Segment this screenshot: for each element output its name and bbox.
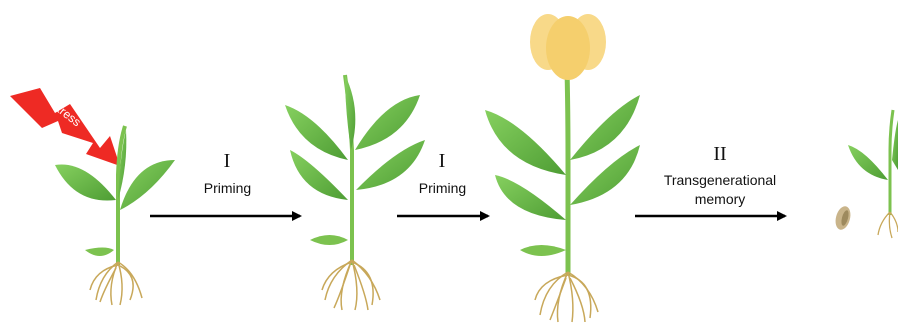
step1-label: Priming — [190, 180, 265, 197]
next-generation-plant — [848, 110, 898, 238]
step3-label-line2: memory — [652, 191, 788, 208]
seed-icon — [833, 205, 853, 232]
flowering-plant — [485, 14, 640, 322]
step1-numeral: I — [212, 150, 242, 173]
step2-numeral: I — [427, 150, 457, 173]
young-plant — [285, 75, 425, 310]
flower-icon — [530, 14, 606, 80]
step3-label-line1: Transgenerational — [652, 172, 788, 189]
step3-numeral: II — [700, 143, 740, 166]
stress-lightning-icon: Stress — [10, 88, 120, 166]
step2-label: Priming — [405, 180, 480, 197]
